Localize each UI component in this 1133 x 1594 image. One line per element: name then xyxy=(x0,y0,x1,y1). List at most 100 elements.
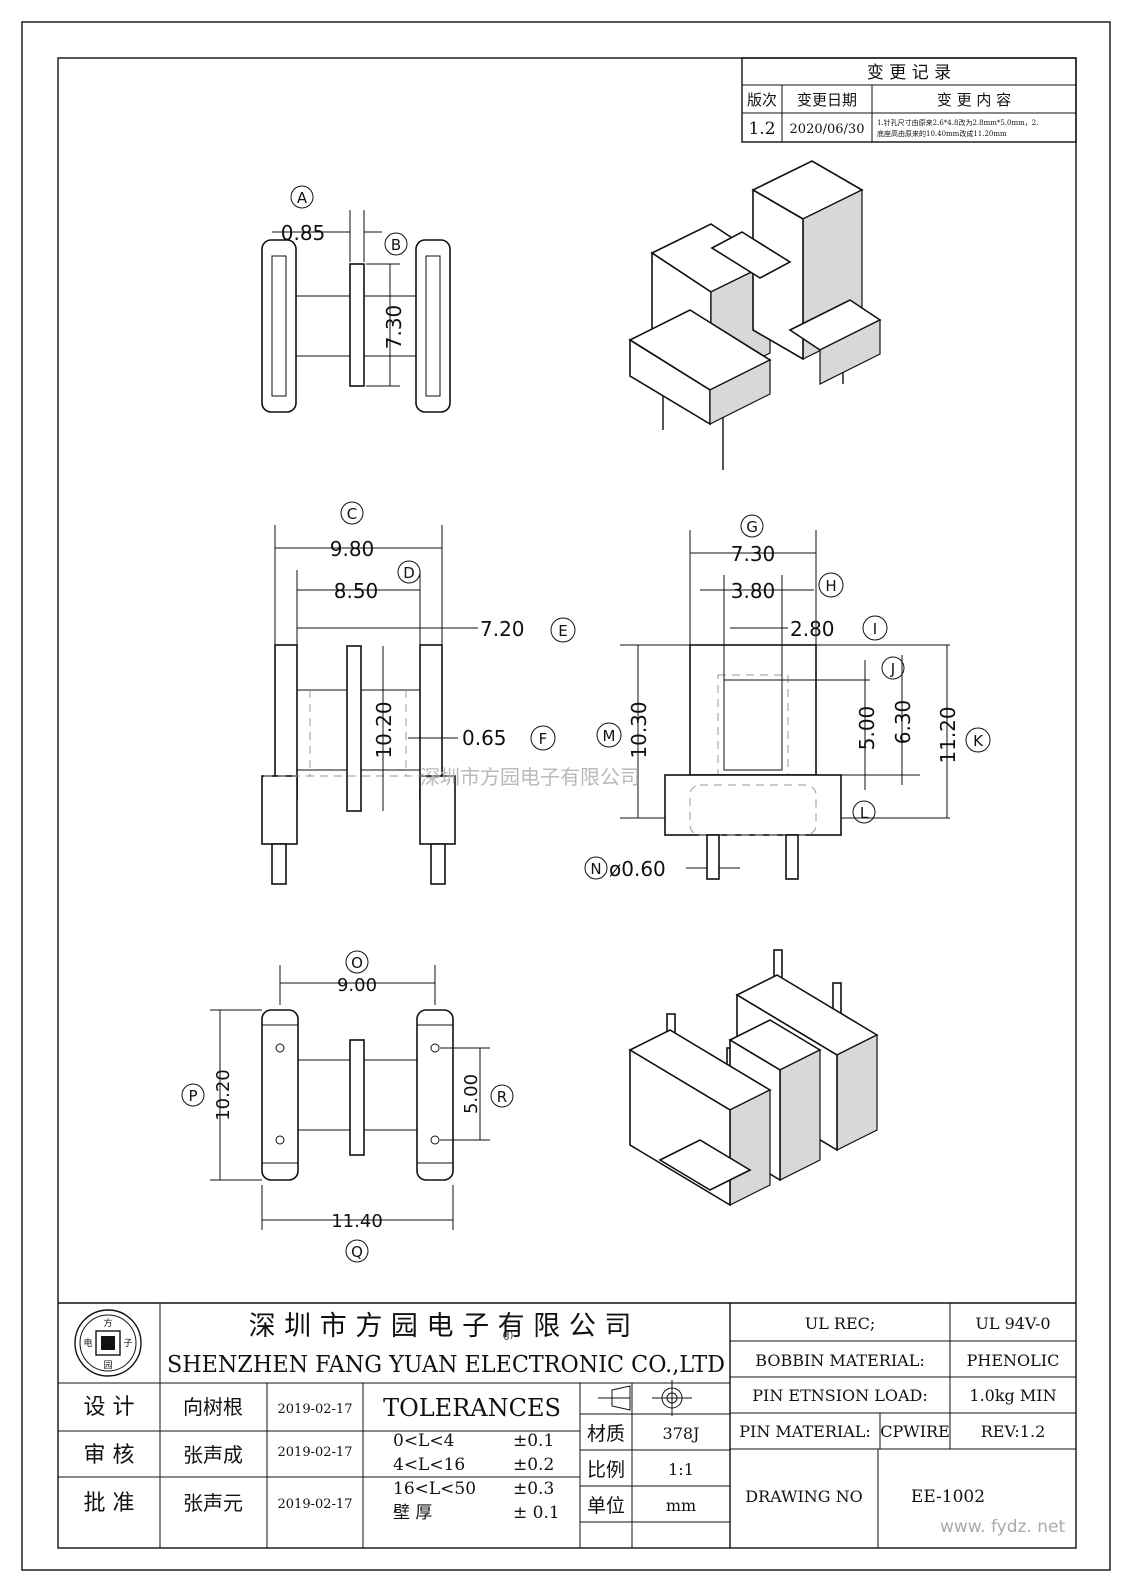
change-content-line2: 底座高由原来的10.40mm改成11.20mm xyxy=(877,129,1007,138)
label-n-circle xyxy=(584,856,608,880)
label-g: G xyxy=(746,518,758,536)
label-p: P xyxy=(188,1087,197,1105)
change-header-content: 变 更 内 容 xyxy=(937,91,1011,109)
name-design: 向树根 xyxy=(183,1395,243,1419)
label-j: J xyxy=(890,660,895,678)
dim-n: ø0.60 xyxy=(609,857,666,881)
label-a: A xyxy=(297,189,308,207)
pin-load-value: 1.0kg MIN xyxy=(969,1386,1056,1405)
tol-value-2: ±0.2 xyxy=(513,1455,554,1475)
drawing-no-value: EE-1002 xyxy=(911,1487,985,1507)
material-value: 378J xyxy=(663,1424,700,1443)
dim-r: 5.00 xyxy=(461,1074,482,1114)
logo-char-bottom: 园 xyxy=(103,1360,112,1371)
label-p-circle xyxy=(181,1083,205,1107)
dim-side-63: 6.30 xyxy=(891,700,915,745)
drawing-no-label: DRAWING NO xyxy=(745,1487,863,1506)
label-i: I xyxy=(873,620,877,638)
change-header-date: 变更日期 xyxy=(797,91,857,109)
dim-side-5: 5.00 xyxy=(855,706,879,751)
side-view: G 7.30 3.80 H 2.80 I J 5.00 6.30 11.20 K… xyxy=(584,514,991,881)
label-f-circle xyxy=(530,725,556,751)
label-d: D xyxy=(403,564,415,582)
scale-value: 1:1 xyxy=(668,1460,694,1479)
label-k: K xyxy=(973,732,984,750)
pin-material-value: CPWIRE xyxy=(880,1422,950,1441)
dim-q: 11.40 xyxy=(331,1211,383,1232)
dim-b: 7.30 xyxy=(382,305,406,350)
change-header-version: 版次 xyxy=(747,91,777,109)
company-name-en: SHENZHEN FANG YUAN ELECTRONIC CO.,LTD xyxy=(167,1352,725,1378)
dim-h: 3.80 xyxy=(731,579,776,603)
name-review: 张声成 xyxy=(183,1443,243,1467)
material-label: 材质 xyxy=(587,1423,625,1445)
isometric-view-top xyxy=(628,160,882,470)
label-c: C xyxy=(347,505,357,523)
company-mark: (J) xyxy=(503,1330,514,1341)
tol-value-1: ±0.1 xyxy=(513,1431,554,1451)
dim-o: 9.00 xyxy=(337,975,377,996)
label-q-circle xyxy=(345,1239,369,1263)
label-h: H xyxy=(825,577,836,595)
label-l-circle xyxy=(852,800,876,824)
bobbin-material-label: BOBBIN MATERIAL: xyxy=(755,1351,924,1370)
label-l: L xyxy=(860,804,869,822)
bottom-view: O 9.00 10.20 P 11.40 Q 5.00 R xyxy=(181,950,514,1263)
dim-e: 7.20 xyxy=(480,617,525,641)
ul-rec-label: UL REC; xyxy=(805,1314,876,1333)
label-h-circle xyxy=(818,572,844,598)
label-k-circle xyxy=(965,727,991,753)
label-j-circle xyxy=(881,656,905,680)
front-view: C 9.80 D 8.50 7.20 E 0.65 F 10.20 xyxy=(261,501,576,885)
label-o: O xyxy=(351,954,363,972)
logo-char-left: 电 xyxy=(83,1337,92,1349)
revision: REV:1.2 xyxy=(981,1422,1046,1441)
unit-value: mm xyxy=(666,1496,696,1515)
site-watermark: www. fydz. net xyxy=(940,1517,1065,1537)
date-approve: 2019-02-17 xyxy=(278,1497,353,1512)
label-r-circle xyxy=(490,1084,514,1108)
isometric-view-bottom xyxy=(628,949,879,1207)
company-logo: 方 园 电 子 xyxy=(74,1309,142,1377)
top-view: A 0.85 B 7.30 xyxy=(261,185,451,413)
change-record-title: 变 更 记 录 xyxy=(867,63,951,83)
unit-label: 单位 xyxy=(587,1495,625,1517)
dim-g: 7.30 xyxy=(731,542,776,566)
label-o-circle xyxy=(345,950,369,974)
change-date: 2020/06/30 xyxy=(790,122,865,137)
dim-c: 9.80 xyxy=(330,537,375,561)
ul-rec-value: UL 94V-0 xyxy=(975,1314,1050,1333)
label-e: E xyxy=(558,622,567,640)
company-name-cn: 深 圳 市 方 园 电 子 有 限 公 司 xyxy=(249,1311,632,1342)
dim-f: 0.65 xyxy=(462,726,507,750)
logo-char-top: 方 xyxy=(103,1317,112,1329)
role-approve: 批 准 xyxy=(84,1491,135,1516)
change-content-line1: 1.针孔尺寸由原来2.6*4.8改为2.8mm*5.0mm，2. xyxy=(877,118,1038,127)
inner-border xyxy=(57,57,1077,1549)
tol-range-2: 4<L<16 xyxy=(393,1455,465,1475)
date-review: 2019-02-17 xyxy=(278,1445,353,1460)
projection-symbol xyxy=(598,1380,692,1416)
pin-material-label: PIN MATERIAL: xyxy=(739,1422,871,1441)
label-g-circle xyxy=(740,514,764,538)
tol-range-4: 壁 厚 xyxy=(393,1503,432,1523)
label-r: R xyxy=(497,1088,507,1106)
label-b-circle xyxy=(384,232,408,256)
label-f: F xyxy=(539,730,548,748)
dim-k: 11.20 xyxy=(936,706,960,763)
tol-value-3: ±0.3 xyxy=(513,1479,554,1499)
watermark-company: 深圳市方园电子有限公司 xyxy=(420,765,640,789)
dim-d: 8.50 xyxy=(334,579,379,603)
name-approve: 张声元 xyxy=(183,1491,243,1515)
outer-border xyxy=(21,21,1111,1571)
title-block: 方 园 电 子 深 圳 市 方 园 电 子 有 限 公 司 (J) SHENZH… xyxy=(58,1302,1076,1548)
dim-m: 10.30 xyxy=(627,701,651,758)
tol-value-4: ± 0.1 xyxy=(513,1503,560,1523)
label-a-circle xyxy=(290,185,314,209)
label-b: B xyxy=(391,236,401,254)
bobbin-material-value: PHENOLIC xyxy=(967,1351,1060,1370)
tol-range-1: 0<L<4 xyxy=(393,1431,454,1451)
logo-char-right: 子 xyxy=(123,1338,132,1349)
label-i-circle xyxy=(862,615,888,641)
